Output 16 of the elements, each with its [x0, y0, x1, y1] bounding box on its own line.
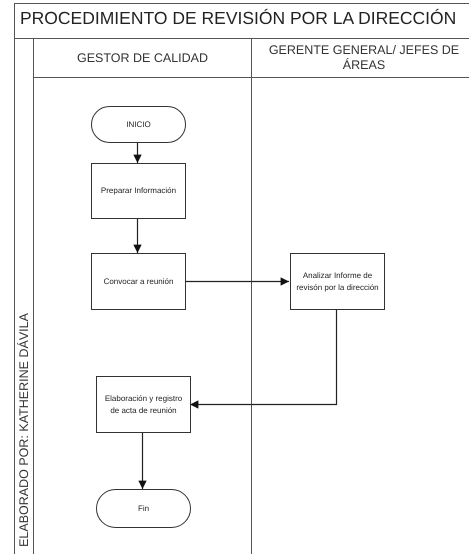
arrow	[133, 219, 142, 253]
arrow	[133, 143, 142, 163]
arrow	[190, 310, 338, 409]
lane-header: GERENTE GENERAL/ JEFES DE ÁREAS	[252, 39, 469, 78]
process-box: Preparar Información	[91, 163, 186, 219]
process-box: Elaboración y registro de acta de reunión	[96, 376, 191, 433]
lane-header: GESTOR DE CALIDAD	[34, 39, 251, 78]
terminal-shape: Fin	[96, 489, 191, 528]
arrow	[185, 277, 289, 286]
process-box: Analizar Informe de revisón por la dirección	[290, 253, 385, 310]
process-box: Convocar a reunión	[91, 253, 186, 310]
terminal-shape: INICIO	[91, 106, 186, 143]
author-note: ELABORADO POR: KATHERINE DÁVILA	[16, 313, 30, 547]
arrow	[138, 433, 147, 489]
title: PROCEDIMIENTO DE REVISIÓN POR LA DIRECCIÓN	[20, 8, 456, 29]
swimlane	[251, 39, 469, 554]
